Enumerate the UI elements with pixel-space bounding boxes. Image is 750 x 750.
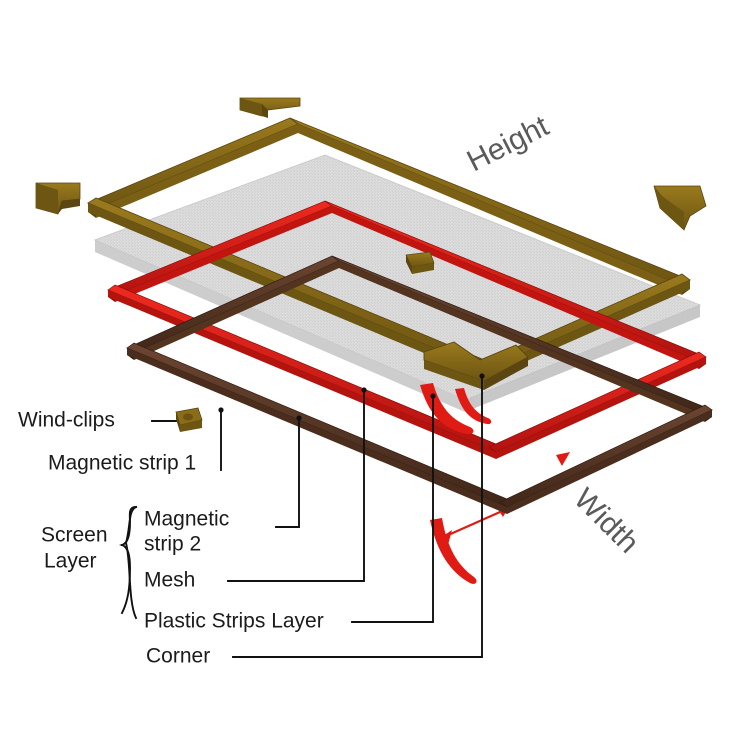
wind-clip-right [653,185,707,231]
leader-magnetic-strip-2 [275,417,300,528]
label-screen-layer-line1: Screen [41,524,108,547]
leader-dot-mesh [361,387,367,393]
label-wind-clips: Wind-clips [18,409,115,432]
label-mesh: Mesh [144,569,195,592]
leader-dot-magnetic-strip-2 [296,415,302,421]
wind-clip-on-mesh [405,251,435,274]
leader-dot-corner [479,373,485,379]
label-screen-layer-line2: Layer [44,550,97,573]
leader-dot-plastic-strips-layer [430,393,436,399]
screen-layer-brace [119,505,138,620]
label-corner: Corner [146,645,210,668]
label-magnetic-strip-2-line2: strip 2 [144,533,201,556]
corner-bracket [423,341,529,390]
leader-corner [232,375,483,658]
wind-clip-sample-icon [175,407,203,432]
label-magnetic-strip-1: Magnetic strip 1 [48,452,196,475]
layer-magnetic-strip-1 [87,117,691,379]
layer-plastic-strips [126,255,713,514]
leader-plastic-strips-layer [351,395,434,623]
label-magnetic-strip-2-line1: Magnetic [144,508,229,531]
wind-clip-top [239,97,301,118]
leader-mesh [227,389,365,582]
leader-dot-magnetic-strip-1 [218,407,224,413]
wind-clip-left [35,182,81,215]
label-plastic-strips-layer: Plastic Strips Layer [144,610,324,633]
